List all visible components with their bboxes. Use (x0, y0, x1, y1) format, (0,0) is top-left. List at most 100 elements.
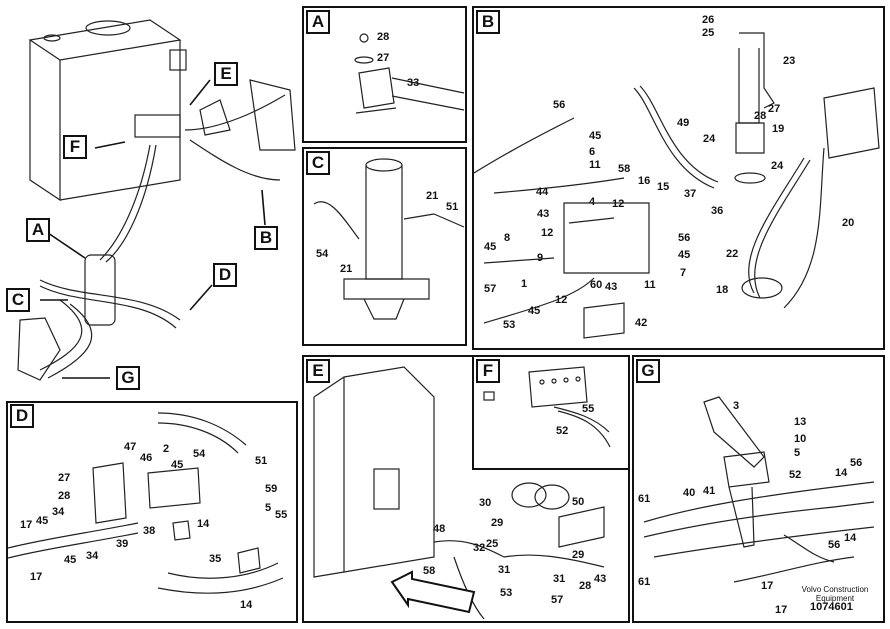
panel-c (302, 147, 467, 346)
part-number-label: 55 (582, 403, 595, 415)
part-number-label: 33 (407, 77, 420, 89)
part-number-label: 45 (484, 241, 497, 253)
panel-d-tag: D (10, 404, 34, 428)
hydraulic-tank-drawing (28, 19, 187, 202)
callout-tag: E (214, 62, 238, 86)
part-number-label: 56 (828, 539, 841, 551)
part-number-label: 10 (794, 433, 807, 445)
part-number-label: 49 (677, 117, 690, 129)
manufacturer-label: Volvo Construction Equipment (801, 585, 869, 603)
part-number-label: 42 (635, 317, 648, 329)
part-number-label: 11 (589, 159, 601, 171)
part-number-label: 26 (702, 14, 715, 26)
part-number-label: 12 (541, 227, 554, 239)
callout-tag: F (63, 135, 87, 159)
part-number-label: 14 (197, 518, 210, 530)
panel-g-drawing (643, 396, 875, 583)
part-number-label: 21 (426, 190, 439, 202)
part-number-label: 8 (504, 232, 511, 244)
part-number-label: 28 (754, 110, 767, 122)
panel-b-tag: B (476, 10, 500, 34)
part-number-label: 30 (479, 497, 492, 509)
part-number-label: 54 (193, 448, 206, 460)
panel-d (6, 401, 298, 623)
panel-d-drawing (8, 412, 284, 594)
part-number-label: 27 (58, 472, 71, 484)
document-number: 1074601 (810, 601, 853, 613)
panel-e-tag: E (306, 359, 330, 383)
part-number-label: 5 (265, 502, 272, 514)
part-number-label: 61 (638, 576, 651, 588)
part-number-label: 4 (589, 196, 596, 208)
part-number-label: 53 (503, 319, 516, 331)
part-number-label: 57 (551, 594, 564, 606)
overview-hoses (39, 94, 286, 379)
callout-tag: A (26, 218, 50, 242)
panel-f-tag: F (476, 359, 500, 383)
part-number-label: 43 (594, 573, 607, 585)
part-number-label: 55 (275, 509, 288, 521)
panel-e-drawing (313, 366, 605, 620)
part-number-label: 11 (644, 279, 656, 291)
part-number-label: 27 (377, 52, 390, 64)
part-number-label: 51 (255, 455, 268, 467)
part-number-label: 18 (716, 284, 729, 296)
part-number-label: 45 (36, 515, 49, 527)
part-number-label: 43 (605, 281, 618, 293)
part-number-label: 36 (711, 205, 724, 217)
part-number-label: 56 (553, 99, 566, 111)
part-number-label: 14 (835, 467, 848, 479)
part-number-label: 40 (683, 487, 696, 499)
part-number-label: 24 (771, 160, 784, 172)
panel-g (632, 355, 885, 623)
part-number-label: 34 (86, 550, 99, 562)
part-number-label: 16 (638, 175, 651, 187)
part-number-label: 53 (500, 587, 513, 599)
callout-tag: D (213, 263, 237, 287)
part-number-label: 12 (612, 198, 625, 210)
part-number-label: 22 (726, 248, 739, 260)
callout-tag: G (116, 366, 140, 390)
part-number-label: 61 (638, 493, 651, 505)
part-number-label: 43 (537, 208, 550, 220)
part-number-label: 17 (775, 604, 788, 616)
part-number-label: 45 (64, 554, 77, 566)
part-number-label: 41 (703, 485, 716, 497)
part-number-label: 28 (377, 31, 390, 43)
part-number-label: 12 (555, 294, 568, 306)
part-number-label: 39 (116, 538, 129, 550)
part-number-label: 28 (58, 490, 71, 502)
part-number-label: 37 (684, 188, 697, 200)
part-number-label: 45 (171, 459, 184, 471)
part-number-label: 31 (553, 573, 566, 585)
part-number-label: 50 (572, 496, 585, 508)
part-number-label: 58 (423, 565, 436, 577)
part-number-label: 17 (20, 519, 33, 531)
part-number-label: 54 (316, 248, 329, 260)
part-number-label: 51 (446, 201, 459, 213)
part-number-label: 44 (536, 186, 549, 198)
part-number-label: 52 (789, 469, 802, 481)
part-number-label: 9 (537, 252, 544, 264)
part-number-label: 38 (143, 525, 156, 537)
part-number-label: 21 (340, 263, 353, 275)
callout-tag: C (6, 288, 30, 312)
part-number-label: 35 (209, 553, 222, 565)
part-number-label: 19 (772, 123, 785, 135)
part-number-label: 32 (473, 542, 486, 554)
callout-tag: B (254, 226, 278, 250)
part-number-label: 31 (498, 564, 511, 576)
part-number-label: 2 (163, 443, 170, 455)
part-number-label: 52 (556, 425, 569, 437)
part-number-label: 45 (528, 305, 541, 317)
panel-c-tag: C (306, 151, 330, 175)
part-number-label: 7 (680, 267, 687, 279)
part-number-label: 47 (124, 441, 137, 453)
panel-b-drawing (474, 32, 880, 339)
part-number-label: 60 (590, 279, 603, 291)
part-number-label: 45 (589, 130, 602, 142)
panel-b (472, 6, 885, 350)
part-number-label: 46 (140, 452, 153, 464)
part-number-label: 13 (794, 416, 807, 428)
